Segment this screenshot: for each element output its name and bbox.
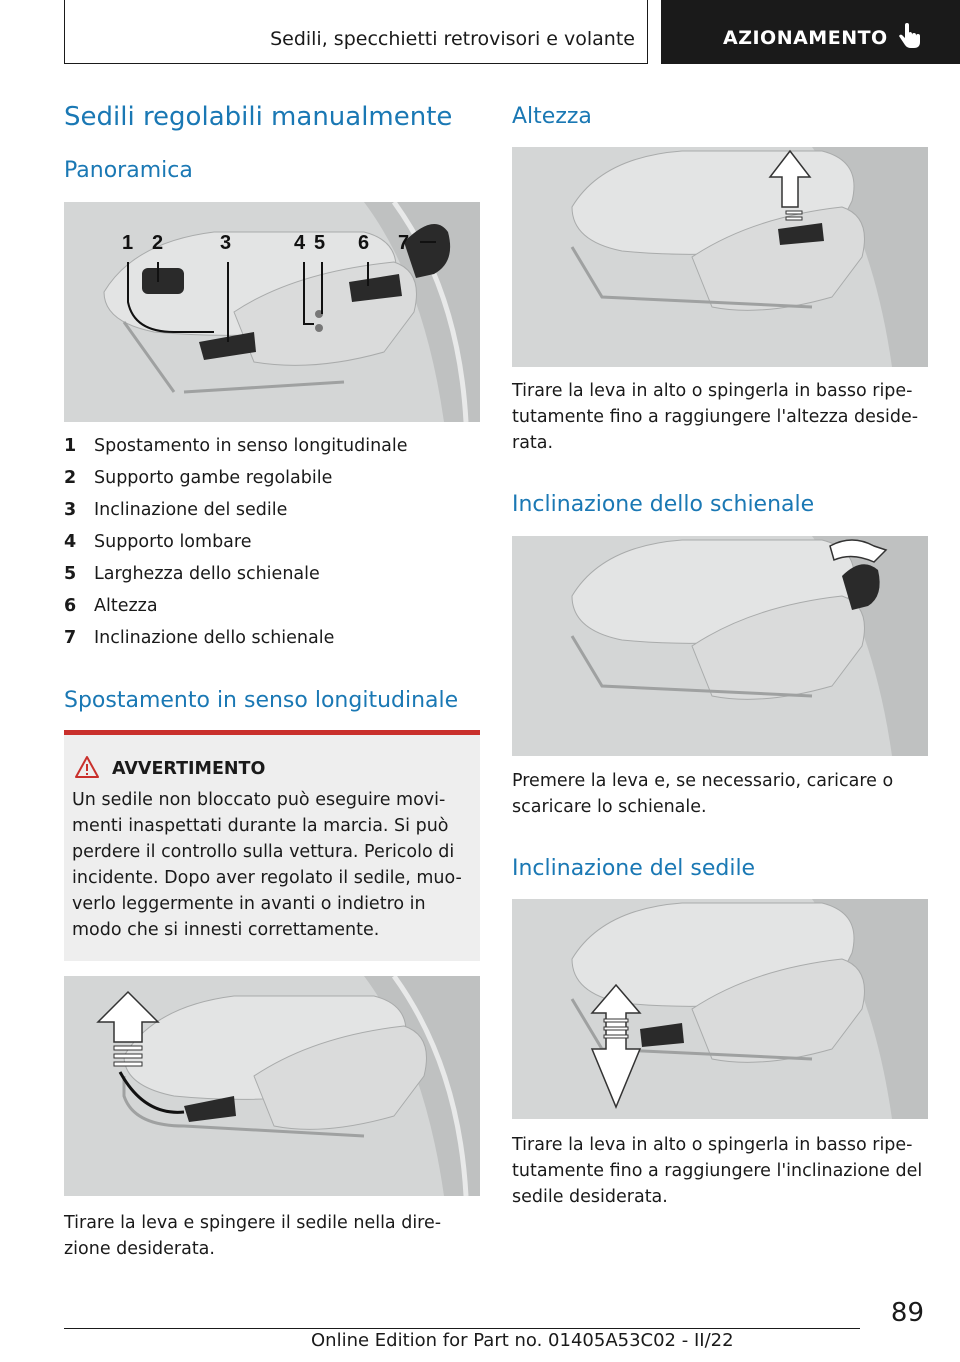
list-item: 6 Altezza: [64, 592, 474, 624]
list-item: 5 Larghezza dello schienale: [64, 560, 474, 592]
list-item: 3 Inclinazione del sedile: [64, 496, 474, 528]
overview-label-7: 7: [398, 232, 409, 254]
item-text: Spostamento in senso longitudinale: [94, 436, 408, 456]
seat-tilt-text: Tirare la leva in alto o spingerla in ba…: [512, 1135, 923, 1207]
item-text: Supporto lombare: [94, 532, 252, 552]
header-section-title: Sedili, specchietti retrovisori e volant…: [270, 28, 635, 50]
seat-tilt-figure: [512, 899, 928, 1119]
item-number: 3: [64, 500, 77, 520]
header-section-box: Sedili, specchietti retrovisori e volant…: [64, 0, 648, 64]
warning-title: AVVERTIMENTO: [112, 759, 266, 779]
overview-label-2: 2: [152, 232, 163, 254]
header-chapter-title: AZIONAMENTO: [723, 27, 888, 49]
seat-tilt-heading: Inclinazione del sedile: [512, 856, 756, 881]
warning-rule: [64, 730, 480, 735]
longitudinal-text: Tirare la leva e spingere il sedile nell…: [64, 1213, 442, 1259]
overview-label-3: 3: [220, 232, 231, 254]
item-text: Altezza: [94, 596, 158, 616]
height-heading: Altezza: [512, 104, 592, 129]
warning-triangle-icon: [74, 755, 100, 783]
item-number: 6: [64, 596, 77, 616]
overview-label-6: 6: [358, 232, 369, 254]
list-item: 4 Supporto lombare: [64, 528, 474, 560]
footer-edition: Online Edition for Part no. 01405A53C02 …: [311, 1330, 734, 1351]
list-item: 1 Spostamento in senso longitudinale: [64, 432, 474, 464]
page-number: 89: [890, 1298, 924, 1328]
seat-overview-figure: 1 2 3 4 5 6 7: [64, 202, 480, 422]
backrest-text: Premere la leva e, se necessario, carica…: [512, 771, 894, 817]
item-text: Inclinazione dello schienale: [94, 628, 335, 648]
hand-pointer-icon: [897, 22, 923, 54]
height-text: Tirare la leva in alto o spingerla in ba…: [512, 381, 919, 453]
warning-text: Un sedile non bloccato può eseguire movi…: [72, 790, 462, 940]
list-item: 7 Inclinazione dello schienale: [64, 624, 474, 656]
overview-label-5: 5: [314, 232, 325, 254]
item-number: 4: [64, 532, 77, 552]
item-text: Larghezza dello schienale: [94, 564, 320, 584]
overview-heading: Panoramica: [64, 158, 193, 183]
list-item: 2 Supporto gambe regolabile: [64, 464, 474, 496]
overview-label-4: 4: [294, 232, 306, 254]
item-text: Inclinazione del sedile: [94, 500, 288, 520]
seat-height-figure: [512, 147, 928, 367]
header-chapter-box: AZIONAMENTO: [661, 0, 960, 64]
item-number: 5: [64, 564, 77, 584]
footer-rule: [64, 1328, 860, 1329]
item-text: Supporto gambe regolabile: [94, 468, 333, 488]
item-number: 2: [64, 468, 77, 488]
warning-box: AVVERTIMENTO Un sedile non bloccato può …: [64, 735, 480, 961]
item-number: 1: [64, 436, 77, 456]
page-title: Sedili regolabili manualmente: [64, 102, 453, 132]
seat-backrest-figure: [512, 536, 928, 756]
backrest-heading: Inclinazione dello schienale: [512, 492, 815, 517]
longitudinal-heading: Spostamento in senso longitudinale: [64, 688, 459, 713]
item-number: 7: [64, 628, 77, 648]
overview-label-1: 1: [122, 232, 133, 254]
seat-longitudinal-figure: [64, 976, 480, 1196]
